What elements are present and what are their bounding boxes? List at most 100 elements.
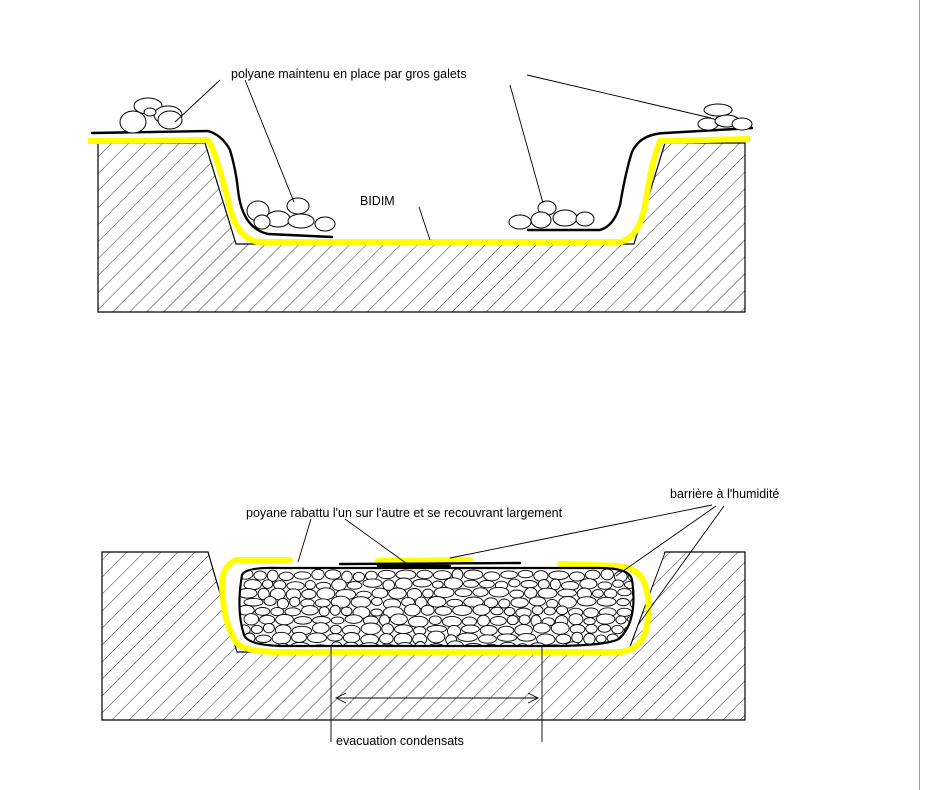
gravel-pebble [510, 597, 529, 608]
gravel-pebble [255, 634, 272, 643]
label-bidim: BIDIM [360, 194, 395, 208]
gravel-pebble [509, 589, 525, 599]
label-evacuation-condensats: evacuation condensats [336, 734, 464, 748]
gravel-pebble [498, 598, 511, 609]
gravel-pebble [532, 622, 551, 634]
gravel-pebble [389, 613, 408, 626]
gravel-pebble [531, 605, 544, 616]
gravel-pebble [371, 587, 389, 599]
gravel-pebble [341, 570, 353, 584]
gravel-pebble [496, 633, 518, 642]
gravel-pebble [488, 586, 510, 598]
gravel-pebble [352, 571, 365, 582]
gravel-pebble [617, 588, 632, 597]
gravel-pebble [331, 578, 347, 591]
gravel-pebble [483, 597, 499, 609]
gravel-pebble [318, 606, 330, 617]
gravel-pebble [461, 624, 480, 634]
gravel-pebble [314, 598, 331, 608]
gravel-pebble [508, 578, 521, 588]
gravel-pebble [330, 641, 343, 646]
gravel-pebble [266, 569, 279, 582]
gravel-pebble [420, 604, 435, 616]
gravel-pebble [585, 623, 598, 634]
gravel-pebble [556, 605, 569, 616]
gravel-pebble [243, 613, 260, 626]
gravel-pebble [301, 605, 319, 616]
gravel-pebble [382, 579, 395, 591]
gravel-pebble [262, 622, 275, 634]
gravel-pebble [269, 587, 286, 601]
gravel-pebble [615, 615, 627, 625]
gravel-pebble [259, 614, 276, 625]
gravel-pebble [583, 633, 596, 645]
gravel-pebble [406, 588, 423, 601]
gravel-pebble [422, 588, 434, 599]
gravel-pebble [379, 643, 396, 646]
gravel-pebble [275, 613, 294, 626]
gravel-pebble [463, 579, 479, 588]
gravel-pebble [548, 570, 569, 581]
gravel-pebble [631, 588, 634, 599]
gravel-pebble [497, 625, 515, 636]
gravel-pebble [327, 633, 343, 642]
gravel-pebble [517, 569, 534, 579]
gravel-pebble [623, 580, 634, 589]
gravel-pebble [461, 616, 478, 627]
gravel-pebble [597, 624, 612, 633]
gravel-pebble [500, 570, 518, 579]
gravel-pebble [537, 587, 558, 599]
gravel-pebble [253, 570, 267, 581]
gravel-pebble [428, 615, 442, 625]
gravel-pebble [506, 615, 519, 626]
gravel-pebble [472, 604, 491, 616]
gravel-pebble [426, 643, 447, 646]
gravel-pebble [427, 630, 446, 644]
gravel-pebble [254, 607, 271, 616]
gravel-pebble [433, 586, 455, 599]
gravel-pebble [560, 581, 580, 591]
gravel-pebble [543, 606, 556, 616]
gravel-pebble [518, 614, 531, 625]
gravel-pebble [583, 617, 596, 626]
top-pebbles-left-bank [119, 97, 183, 134]
gravel-pebble [520, 580, 538, 589]
label-polyane-rabattu: poyane rabattu l'un sur l'autre et se re… [246, 506, 563, 520]
gravel-pebble [304, 579, 316, 590]
gravel-pebble [612, 579, 624, 588]
gravel-pebble [503, 606, 516, 617]
gravel-pebble [592, 589, 604, 598]
gravel-pebble [443, 577, 464, 590]
gravel-pebble [307, 632, 327, 643]
gravel-pebble [289, 596, 301, 608]
gravel-pebble [362, 578, 383, 588]
gravel-pebble [311, 568, 325, 581]
bottom-ground-section [101, 551, 746, 721]
gravel-pebble [616, 607, 633, 617]
gravel-pebble [403, 603, 421, 617]
gravel-pebble [330, 616, 345, 625]
gravel-pebble [301, 588, 317, 600]
bottom-polyane-overlap [338, 561, 522, 568]
gravel-pebble [359, 642, 380, 646]
gravel-pebble [536, 633, 556, 646]
gravel-pebble [478, 634, 497, 644]
gravel-pebble [346, 581, 363, 590]
gravel-pebble [329, 604, 341, 616]
gravel-pebble [340, 606, 353, 617]
gravel-pebble [316, 587, 336, 600]
gravel-pebble [568, 613, 584, 626]
gravel-pebble [370, 608, 383, 617]
gravel-pebble [271, 631, 291, 645]
gravel-pebble [379, 633, 394, 645]
gravel-pebble [557, 588, 577, 598]
top-bidim-layer [87, 136, 751, 245]
gravel-pebble [270, 607, 285, 617]
bottom-leader-lines [297, 504, 725, 742]
gravel-pebble [528, 596, 546, 607]
gravel-pebble [490, 606, 504, 616]
bottom-polyane-envelope [238, 566, 635, 648]
gravel-pebble [546, 644, 565, 646]
gravel-pebble [579, 578, 598, 590]
gravel-pebble [412, 578, 432, 588]
